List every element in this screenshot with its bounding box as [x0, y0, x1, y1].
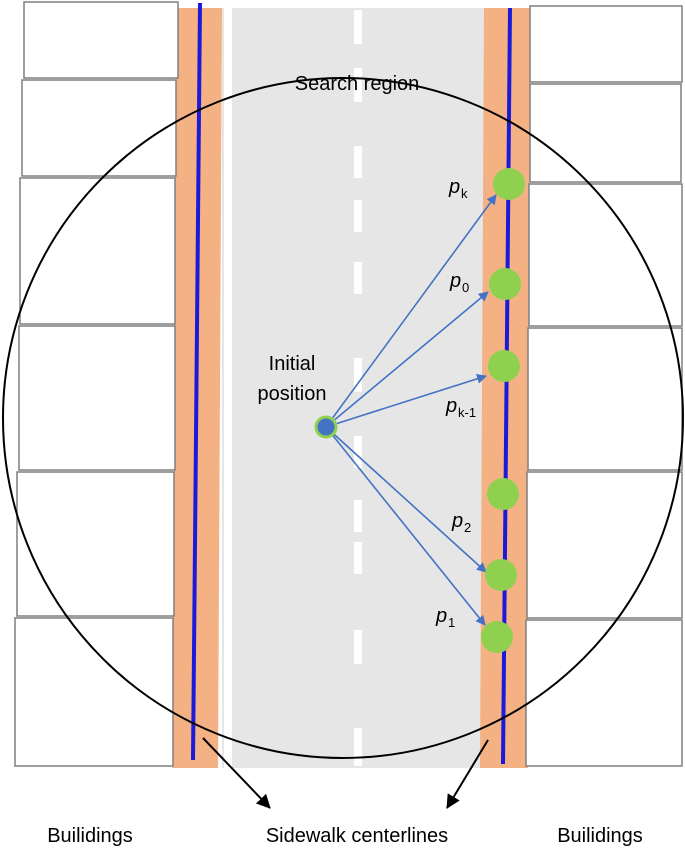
label-pk-1: p k-1	[445, 395, 476, 420]
dash	[354, 500, 362, 532]
building	[16, 471, 175, 617]
svg-text:k: k	[461, 186, 468, 201]
building	[21, 79, 177, 177]
point-unlabeled	[487, 478, 519, 510]
pointer-arrow-left	[202, 737, 271, 809]
buildings-right-label: Builidings	[557, 825, 643, 847]
dash	[354, 10, 362, 44]
buildings-left	[14, 1, 179, 767]
buildings-left-label: Builidings	[47, 825, 133, 847]
centerline-left	[191, 2, 202, 761]
arrow-to-p2	[325, 426, 487, 573]
candidate-arrows	[325, 194, 497, 626]
label-p2: p 2	[451, 510, 471, 535]
arrow-to-p1	[325, 426, 486, 626]
buildings-right	[525, 5, 683, 767]
sidewalk-centerlines-label: Sidewalk centerlines	[266, 825, 448, 847]
road-center-dashes	[354, 10, 362, 766]
candidate-points	[481, 168, 525, 653]
svg-text:p: p	[448, 176, 460, 198]
building	[18, 325, 176, 471]
building	[526, 471, 683, 619]
svg-text:p: p	[445, 395, 457, 417]
dash	[354, 542, 362, 574]
svg-text:p: p	[451, 510, 463, 532]
label-pk: p k	[448, 176, 468, 201]
building	[527, 327, 683, 471]
dash	[354, 630, 362, 664]
dash	[354, 436, 362, 468]
building	[23, 1, 179, 79]
pointer-arrow-right	[446, 739, 489, 809]
building	[529, 83, 682, 183]
point-p0	[489, 268, 521, 300]
initial-position-label-line2: position	[258, 383, 327, 405]
arrow-to-p0	[325, 291, 489, 428]
road-edge-left	[224, 8, 232, 768]
search-region-circle	[2, 77, 684, 759]
svg-text:p: p	[449, 270, 461, 292]
arrow-to-pk-1	[325, 373, 487, 428]
building	[14, 617, 174, 767]
dash	[354, 728, 362, 766]
point-pk	[493, 168, 525, 200]
point-p1	[481, 621, 513, 653]
label-p1: p 1	[435, 605, 455, 630]
dash	[354, 358, 362, 392]
building	[19, 177, 176, 325]
arrow-to-pk	[325, 194, 497, 428]
svg-text:k-1: k-1	[458, 405, 476, 420]
road	[222, 8, 484, 768]
building	[529, 5, 683, 83]
dash	[354, 262, 362, 294]
point-p2	[485, 559, 517, 591]
initial-position-label-line1: Initial	[269, 353, 316, 375]
svg-text:1: 1	[448, 615, 455, 630]
search-region-label: Search region	[295, 73, 420, 95]
svg-text:0: 0	[462, 280, 469, 295]
dash	[354, 68, 362, 102]
dash	[354, 200, 362, 232]
point-pk-1	[488, 350, 520, 382]
initial-position-point	[314, 415, 338, 439]
dash	[354, 146, 362, 178]
building	[525, 619, 683, 767]
svg-text:2: 2	[464, 520, 471, 535]
svg-text:p: p	[435, 605, 447, 627]
label-p0: p 0	[449, 270, 469, 295]
building	[528, 183, 683, 327]
